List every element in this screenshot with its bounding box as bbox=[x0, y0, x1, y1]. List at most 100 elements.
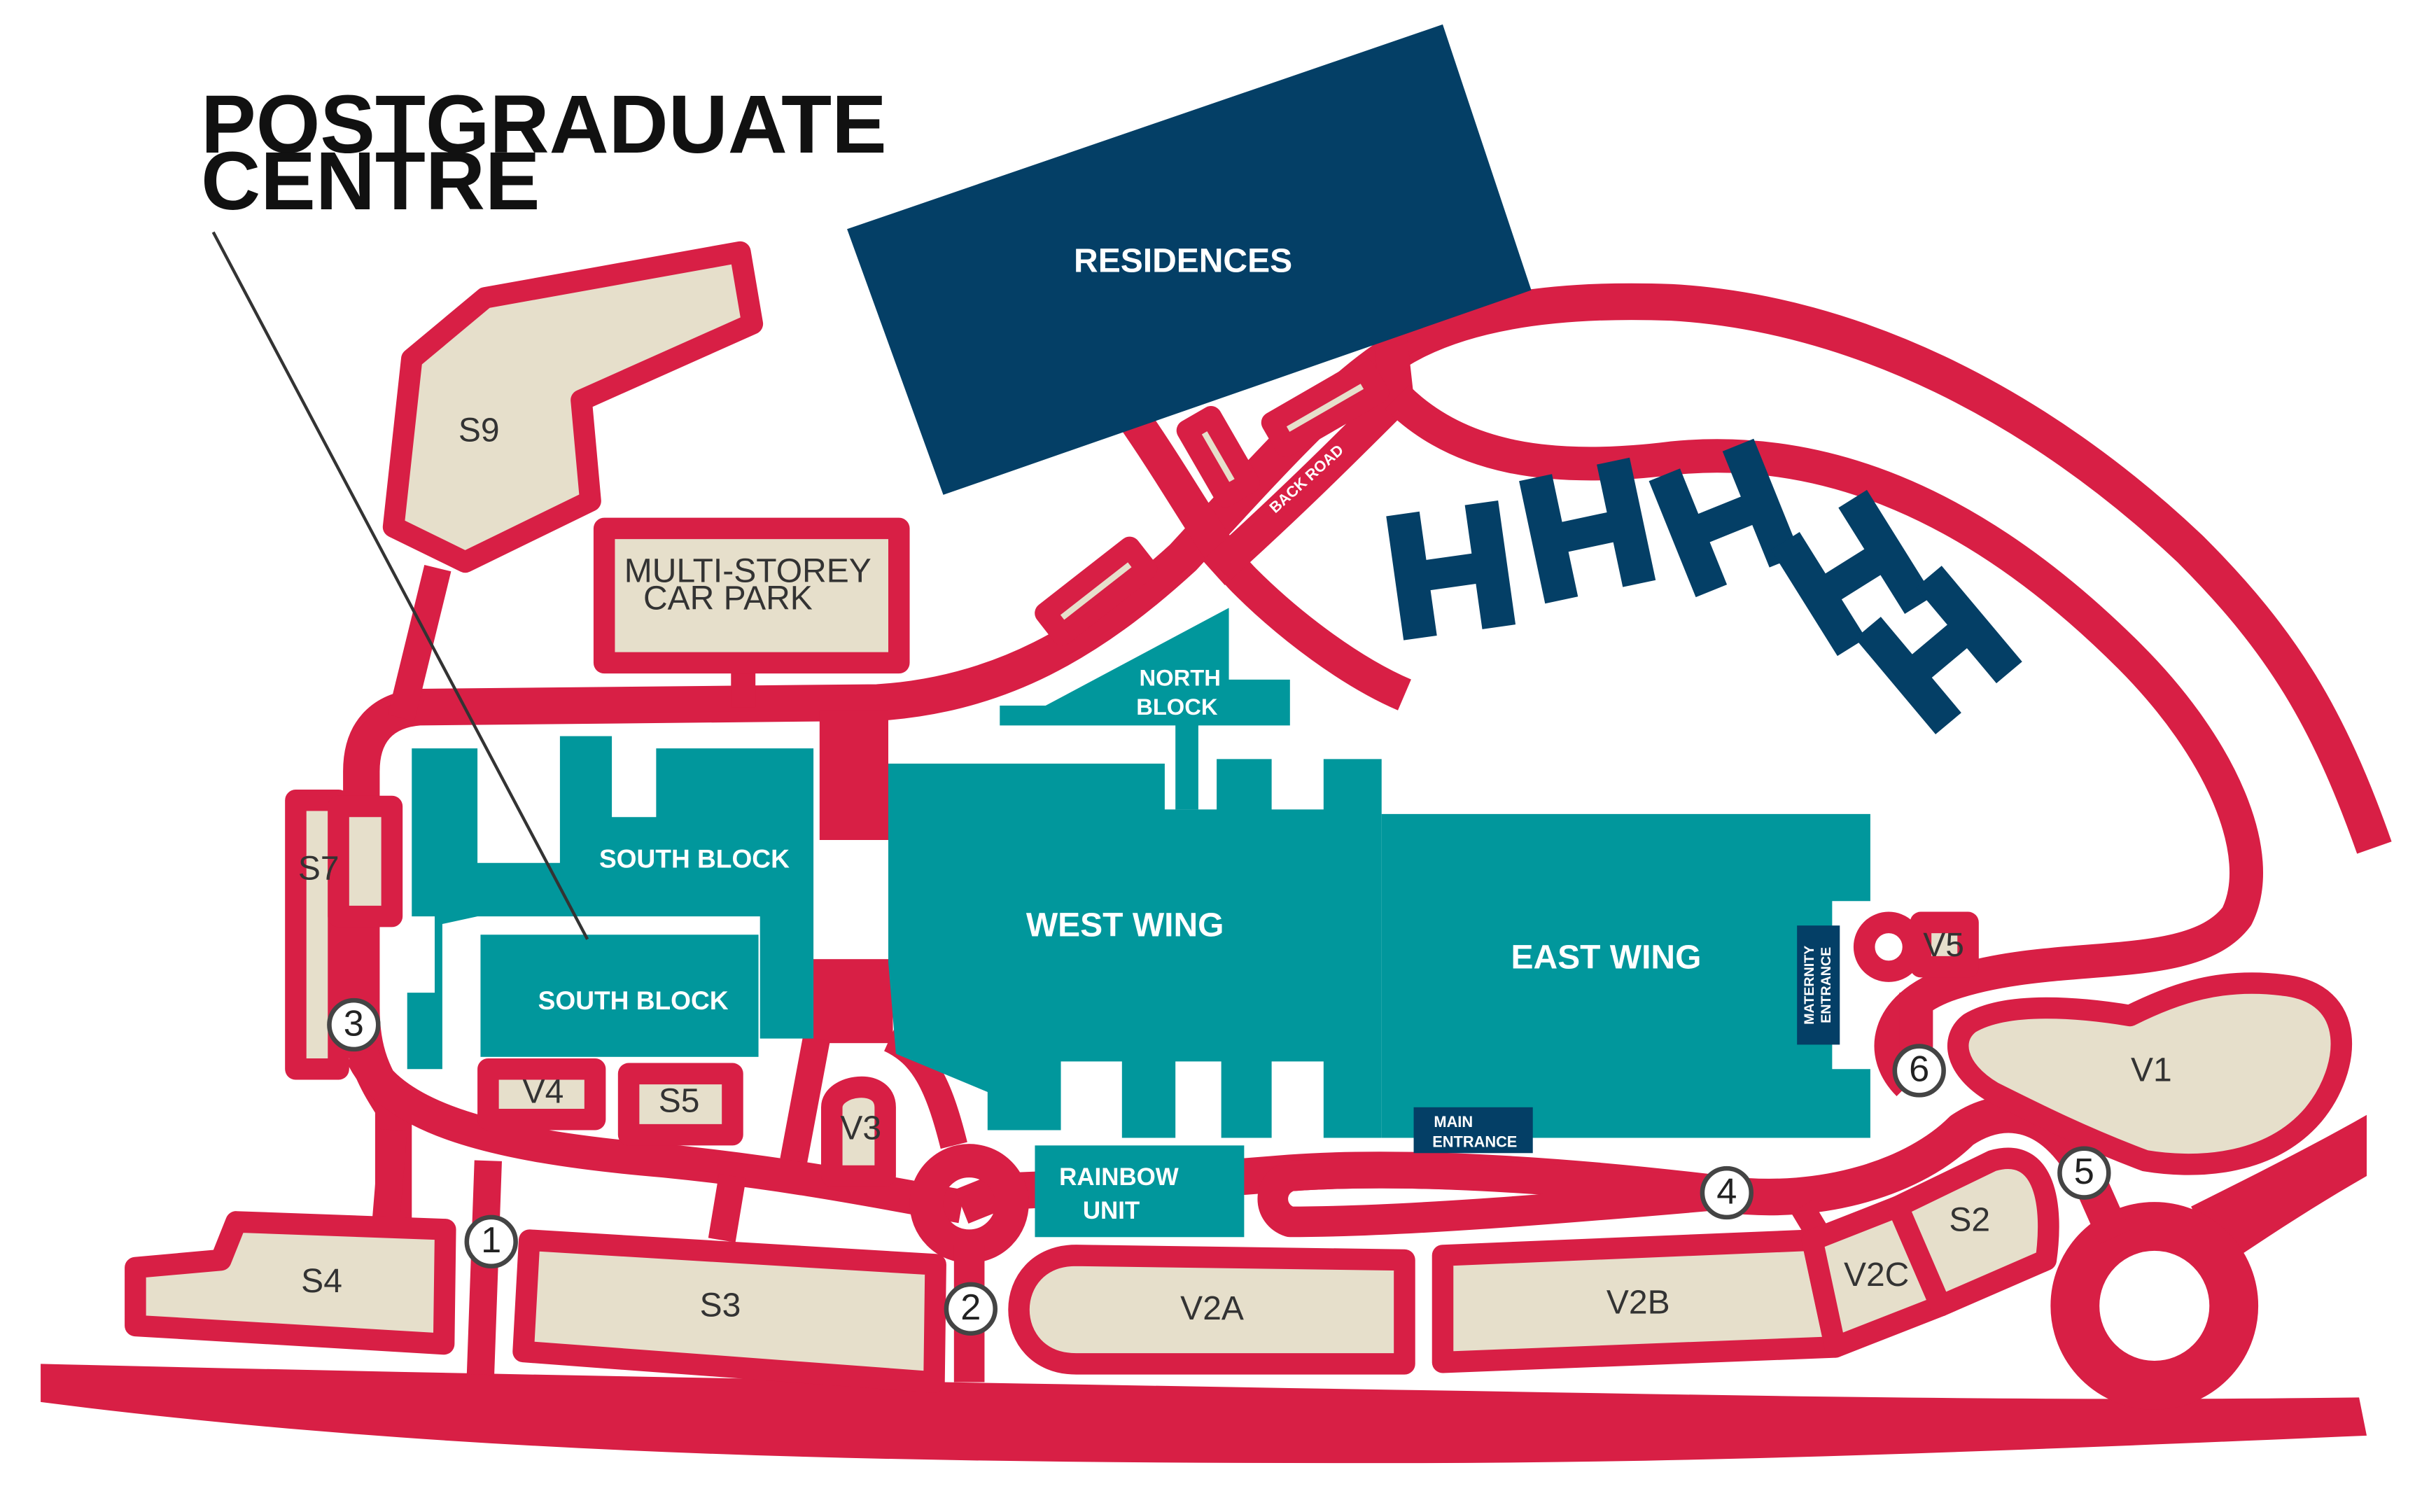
south-link-road bbox=[346, 1046, 965, 1224]
connector-s9 bbox=[387, 564, 451, 722]
gate-3-marker: 3 bbox=[327, 997, 381, 1052]
car-park-v1 bbox=[1947, 972, 2353, 1175]
car-park-s4 bbox=[125, 1211, 456, 1355]
south-block-lower-label: SOUTH BLOCK bbox=[538, 986, 729, 1015]
service-stub-north bbox=[819, 710, 888, 840]
main-road-bottom bbox=[41, 1364, 2367, 1464]
rainbow-unit-label-2: UNIT bbox=[1083, 1197, 1140, 1224]
car-park-v1-label: V1 bbox=[2131, 1052, 2172, 1089]
south-block-lower bbox=[480, 934, 759, 1057]
car-park-v3 bbox=[821, 1076, 896, 1187]
car-park-s5 bbox=[617, 1063, 743, 1146]
rainbow-unit-label-1: RAINBOW bbox=[1059, 1163, 1179, 1191]
numbered-circle-gate-icon bbox=[1700, 1166, 1754, 1220]
parking-strip-2 bbox=[1176, 406, 1260, 507]
small-turning-circle bbox=[1853, 911, 1924, 982]
gate-1-marker: 1 bbox=[464, 1214, 518, 1268]
car-park-v5 bbox=[1910, 911, 1979, 978]
car-parks: S9 MULTI-STOREY CAR PARK S7 S4 S3 V4 S5 … bbox=[125, 241, 2353, 1393]
multi-storey-car-park bbox=[593, 517, 910, 674]
parking-strip-1 bbox=[1035, 536, 1158, 646]
east-wing bbox=[1381, 813, 1870, 1138]
west-wing-label: WEST WING bbox=[1026, 906, 1224, 944]
numbered-circle-gate-icon bbox=[464, 1214, 518, 1268]
residences-building bbox=[847, 24, 1532, 495]
west-wing bbox=[888, 759, 1382, 1138]
car-park-s2 bbox=[1886, 1147, 2059, 1317]
gate-6-marker: 6 bbox=[1892, 1044, 1946, 1098]
car-park-v2b-label: V2B bbox=[1606, 1284, 1670, 1321]
callout-title-line1: POSTGRADUATE bbox=[201, 78, 886, 170]
gate-5-label: 5 bbox=[2074, 1152, 2094, 1192]
car-park-v4 bbox=[477, 1058, 606, 1130]
residences-label: RESIDENCES bbox=[1074, 242, 1292, 279]
gate-4-marker: 4 bbox=[1700, 1166, 1754, 1220]
h-block-icon-4 bbox=[1771, 489, 1933, 657]
car-park-v2c-label: V2C bbox=[1844, 1256, 1909, 1294]
parking-strip-3 bbox=[1261, 358, 1390, 458]
service-road-v3 bbox=[780, 1036, 830, 1163]
car-park-s4-label: S4 bbox=[301, 1263, 342, 1300]
south-block-complex bbox=[407, 736, 814, 1070]
numbered-circle-gate-icon bbox=[1892, 1044, 1946, 1098]
back-road-spur bbox=[1202, 326, 1414, 586]
car-park-v5-label: V5 bbox=[1923, 927, 1964, 964]
gate-2-marker: 2 bbox=[944, 1282, 997, 1336]
postgraduate-centre-callout: POSTGRADUATE CENTRE bbox=[201, 78, 887, 940]
car-park-s2-label: S2 bbox=[1949, 1202, 1990, 1239]
h-block-icon-1 bbox=[1386, 500, 1516, 640]
car-park-s5-label: S5 bbox=[659, 1082, 700, 1119]
numbered-circle-gate-icon bbox=[944, 1282, 997, 1336]
h-blocks bbox=[1386, 438, 2022, 735]
main-entrance-label-1: MAIN bbox=[1434, 1113, 1473, 1130]
car-park-s9-label: S9 bbox=[458, 412, 500, 449]
east-loop-road bbox=[1385, 385, 2263, 1097]
road-east-exit bbox=[2191, 1114, 2367, 1268]
callout-title-line2: CENTRE bbox=[201, 134, 540, 227]
car-park-v3-label: V3 bbox=[840, 1110, 881, 1147]
north-block-label-1: NORTH bbox=[1140, 665, 1221, 691]
car-park-v2a bbox=[1008, 1245, 1415, 1375]
h-block-icon-3 bbox=[1648, 438, 1801, 598]
car-park-v4-label: V4 bbox=[523, 1073, 564, 1110]
north-block-label-2: BLOCK bbox=[1136, 694, 1218, 720]
roundabout-large bbox=[2050, 1202, 2259, 1410]
connector-3 bbox=[372, 1128, 407, 1224]
maternity-entrance-label-2: ENTRANCE bbox=[1819, 947, 1834, 1023]
car-park-v2a-label: V2A bbox=[1180, 1290, 1244, 1327]
numbered-circle-gate-icon bbox=[327, 997, 381, 1052]
msc-label-line2: CAR PARK bbox=[643, 580, 813, 617]
main-entrance-label-2: ENTRANCE bbox=[1432, 1133, 1517, 1151]
car-park-s9 bbox=[382, 241, 764, 573]
hospital-buildings: SOUTH BLOCK SOUTH BLOCK WEST WING NORTH … bbox=[407, 608, 1870, 1238]
msc-label-line1: MULTI-STOREY bbox=[624, 552, 872, 589]
main-entrance bbox=[1413, 1107, 1533, 1154]
rainbow-unit bbox=[1035, 1145, 1245, 1238]
drop-off-loop bbox=[1257, 1158, 1727, 1238]
service-stub-south bbox=[808, 959, 893, 1044]
gate-5-marker: 5 bbox=[2057, 1146, 2111, 1200]
car-park-s7-label: S7 bbox=[298, 850, 340, 888]
gate-markers: 1 2 3 4 5 6 bbox=[327, 997, 2111, 1336]
maternity-entrance-label-1: MATERNITY bbox=[1802, 946, 1817, 1025]
h-block-icon-2 bbox=[1519, 457, 1656, 604]
road-network bbox=[41, 283, 2392, 1464]
connector-s3 bbox=[708, 1173, 746, 1242]
callout-leader-line bbox=[211, 231, 589, 940]
back-road bbox=[1116, 402, 1412, 710]
gate-3-label: 3 bbox=[344, 1003, 364, 1044]
car-park-s3-label: S3 bbox=[700, 1287, 741, 1324]
north-block bbox=[1000, 608, 1290, 810]
gate-1-label: 1 bbox=[481, 1220, 501, 1261]
car-park-s3 bbox=[512, 1229, 946, 1393]
gate-6-label: 6 bbox=[1909, 1049, 1929, 1090]
gate-4-label: 4 bbox=[1716, 1171, 1737, 1212]
gate-2-label: 2 bbox=[960, 1287, 981, 1328]
east-wing-label: EAST WING bbox=[1511, 939, 1701, 976]
maternity-entrance bbox=[1797, 925, 1840, 1045]
south-block-upper-label: SOUTH BLOCK bbox=[599, 844, 790, 873]
h-block-icon-5 bbox=[1855, 566, 2022, 735]
car-park-s7-annex bbox=[328, 795, 403, 927]
connector-1 bbox=[466, 1160, 502, 1376]
